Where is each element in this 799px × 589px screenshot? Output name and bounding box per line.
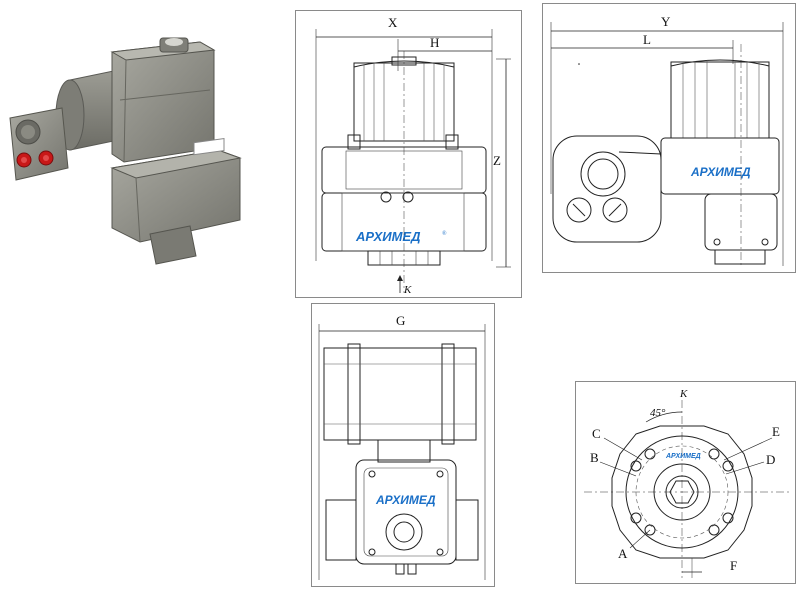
top-logo: АРХИМЕД (375, 493, 436, 507)
flange-label-e: E (772, 424, 780, 439)
flange-logo: АРХИМЕД (665, 453, 701, 460)
side-view-drawing: Y L АРХИМЕД (542, 3, 796, 273)
flange-angle-label: 45° (650, 407, 666, 419)
flange-k-label: K (679, 388, 688, 400)
flange-label-b: B (590, 450, 599, 465)
dim-y-label: Y (661, 14, 671, 29)
dim-x-label: X (388, 15, 398, 30)
front-view-drawing: X H Z АРХИМЕД ® (295, 10, 522, 298)
shaft-k-label: K (403, 284, 412, 296)
top-view-drawing: G АРХИМЕД (311, 303, 495, 587)
dim-g-label: G (396, 313, 405, 328)
flange-label-f: F (730, 558, 737, 573)
flange-label-d: D (766, 452, 775, 467)
flange-label-a: A (618, 546, 628, 561)
side-logo: АРХИМЕД (690, 165, 751, 179)
dim-z-label: Z (493, 153, 501, 168)
actuator-photo (9, 37, 242, 265)
flange-label-c: C (592, 426, 601, 441)
front-logo: АРХИМЕД (355, 229, 421, 244)
dim-l-label: L (643, 32, 651, 47)
flange-view-drawing: K 45° АРХИМЕД C B E D A F (575, 381, 796, 584)
svg-text:®: ® (442, 230, 447, 237)
dim-h-label: H (430, 35, 439, 50)
